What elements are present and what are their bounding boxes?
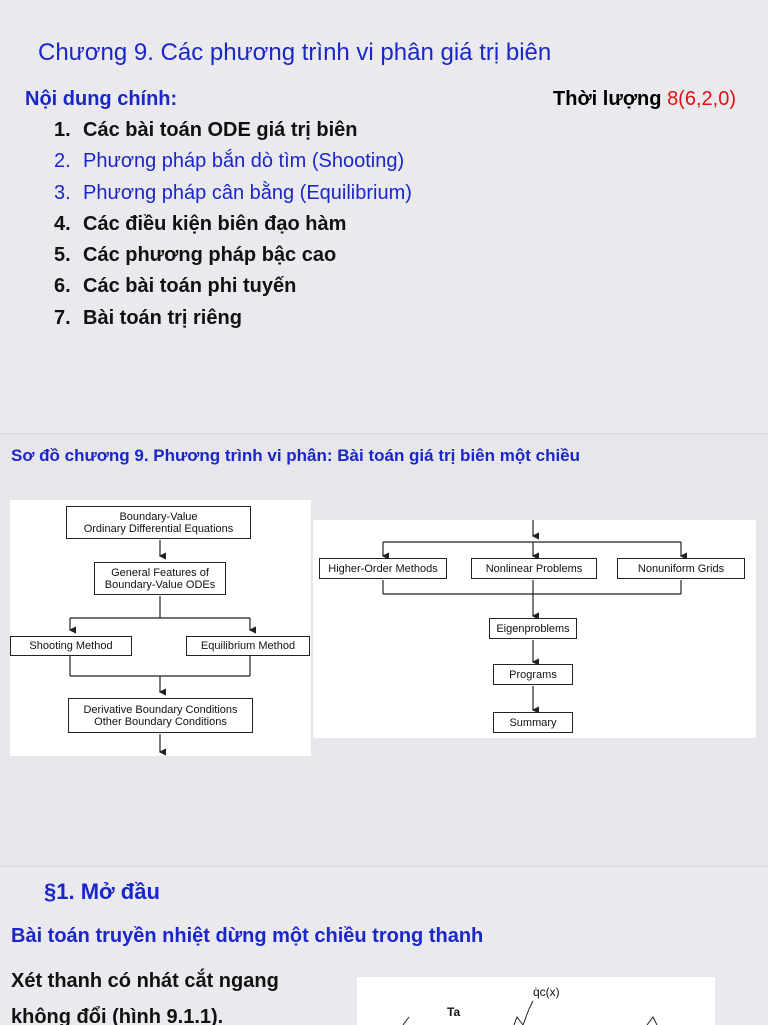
item-text: Phương pháp bắn dò tìm (Shooting): [83, 150, 405, 173]
fig-arrow: [528, 1000, 534, 1010]
fig-label-ta: Ta: [447, 1005, 461, 1019]
box-general-features: General Features of Boundary-Value ODEs: [94, 562, 226, 595]
item-number: 4.: [54, 212, 71, 235]
box-shooting-method: Shooting Method: [10, 636, 132, 656]
item-number: 2.: [54, 150, 71, 173]
section-body: Xét thanh có nhát cắt ngang không đổi (h…: [11, 963, 279, 1025]
chapter-title: Chương 9. Các phương trình vi phân giá t…: [38, 39, 552, 66]
box-eigenproblems: Eigenproblems: [489, 618, 577, 639]
flowchart-left-connectors: [68, 540, 256, 756]
flowchart-right-connectors: [381, 520, 687, 714]
item-number: 3.: [54, 181, 71, 204]
box-equilibrium-method: Equilibrium Method: [186, 636, 310, 656]
section-title: §1. Mở đầu: [44, 879, 160, 904]
box-text: Programs: [509, 668, 557, 681]
slide-introduction: §1. Mở đầu Bài toán truyền nhiệt dừng mộ…: [0, 866, 768, 1025]
box-higher-order-methods: Higher-Order Methods: [319, 558, 447, 579]
body-line: không đổi (hình 9.1.1).: [11, 1006, 224, 1025]
box-text: Summary: [509, 716, 557, 729]
list-item: 4. Các điều kiện biên đạo hàm: [54, 209, 412, 240]
list-item: 1. Các bài toán ODE giá trị biên: [54, 115, 412, 146]
figure-9-1-1: q̇c(x) Ta: [357, 977, 715, 1025]
box-text: Equilibrium Method: [200, 640, 296, 652]
box-text: Nonuniform Grids: [637, 562, 725, 575]
box-text: Ordinary Differential Equations: [83, 522, 234, 535]
item-number: 6.: [54, 275, 71, 298]
flowchart-right: Higher-Order Methods Nonlinear Problems …: [313, 520, 756, 738]
box-text: Eigenproblems: [496, 622, 570, 635]
item-number: 1.: [54, 119, 71, 141]
duration-label: Thời lượng: [553, 88, 662, 110]
outline-list: 1. Các bài toán ODE giá trị biên 2. Phương…: [54, 115, 412, 334]
box-text: Boundary-Value ODEs: [104, 578, 216, 591]
slide-chapter-diagram: Sơ đồ chương 9. Phương trình vi phân: Bà…: [0, 433, 768, 867]
figure-9-1-1-drawing: [402, 1000, 658, 1025]
body-line: Xét thanh có nhát cắt ngang: [11, 970, 279, 992]
box-nonlinear-problems: Nonlinear Problems: [471, 558, 597, 579]
box-text: Boundary-Value: [119, 510, 198, 523]
box-nonuniform-grids: Nonuniform Grids: [617, 558, 745, 579]
fig-label-qc: q̇c(x): [533, 985, 560, 999]
box-text: General Features of: [111, 566, 209, 579]
box-text: Higher-Order Methods: [328, 562, 438, 575]
item-text: Các bài toán ODE giá trị biên: [83, 119, 358, 141]
flowchart-left: Boundary-Value Ordinary Differential Equ…: [10, 500, 311, 756]
item-number: 5.: [54, 244, 71, 267]
box-text: Derivative Boundary Conditions: [83, 703, 238, 716]
list-item: 7. Bài toán trị riêng: [54, 303, 412, 334]
fig-stroke: [646, 1016, 658, 1025]
list-item: 5. Các phương pháp bậc cao: [54, 240, 412, 271]
box-programs: Programs: [493, 664, 573, 685]
section-subtitle: Bài toán truyền nhiệt dừng một chiều tro…: [11, 925, 484, 947]
item-text: Phương pháp cân bằng (Equilibrium): [83, 181, 412, 204]
item-text: Các điều kiện biên đạo hàm: [83, 212, 347, 235]
item-text: Các bài toán phi tuyến: [83, 275, 297, 298]
main-content-heading: Nội dung chính:: [25, 88, 178, 110]
list-item: 2. Phương pháp bắn dò tìm (Shooting): [54, 146, 412, 177]
diagram-title: Sơ đồ chương 9. Phương trình vi phân: Bà…: [11, 446, 581, 465]
item-text: Bài toán trị riêng: [83, 306, 242, 329]
duration-value: 8(6,2,0): [667, 88, 736, 110]
fig-wave: [513, 1008, 530, 1025]
box-text: Shooting Method: [29, 640, 113, 652]
item-text: Các phương pháp bậc cao: [83, 244, 337, 267]
box-text: Nonlinear Problems: [485, 562, 583, 575]
box-derivative-boundary-conditions: Derivative Boundary Conditions Other Bou…: [68, 698, 253, 733]
item-number: 7.: [54, 306, 71, 329]
duration: Thời lượng 8(6,2,0): [553, 88, 736, 111]
box-text: Other Boundary Conditions: [94, 715, 227, 728]
list-item: 3. Phương pháp cân bằng (Equilibrium): [54, 178, 412, 209]
box-summary: Summary: [493, 712, 573, 733]
list-item: 6. Các bài toán phi tuyến: [54, 271, 412, 302]
box-boundary-value-odes: Boundary-Value Ordinary Differential Equ…: [66, 506, 251, 539]
slide-outline: Chương 9. Các phương trình vi phân giá t…: [0, 0, 768, 433]
